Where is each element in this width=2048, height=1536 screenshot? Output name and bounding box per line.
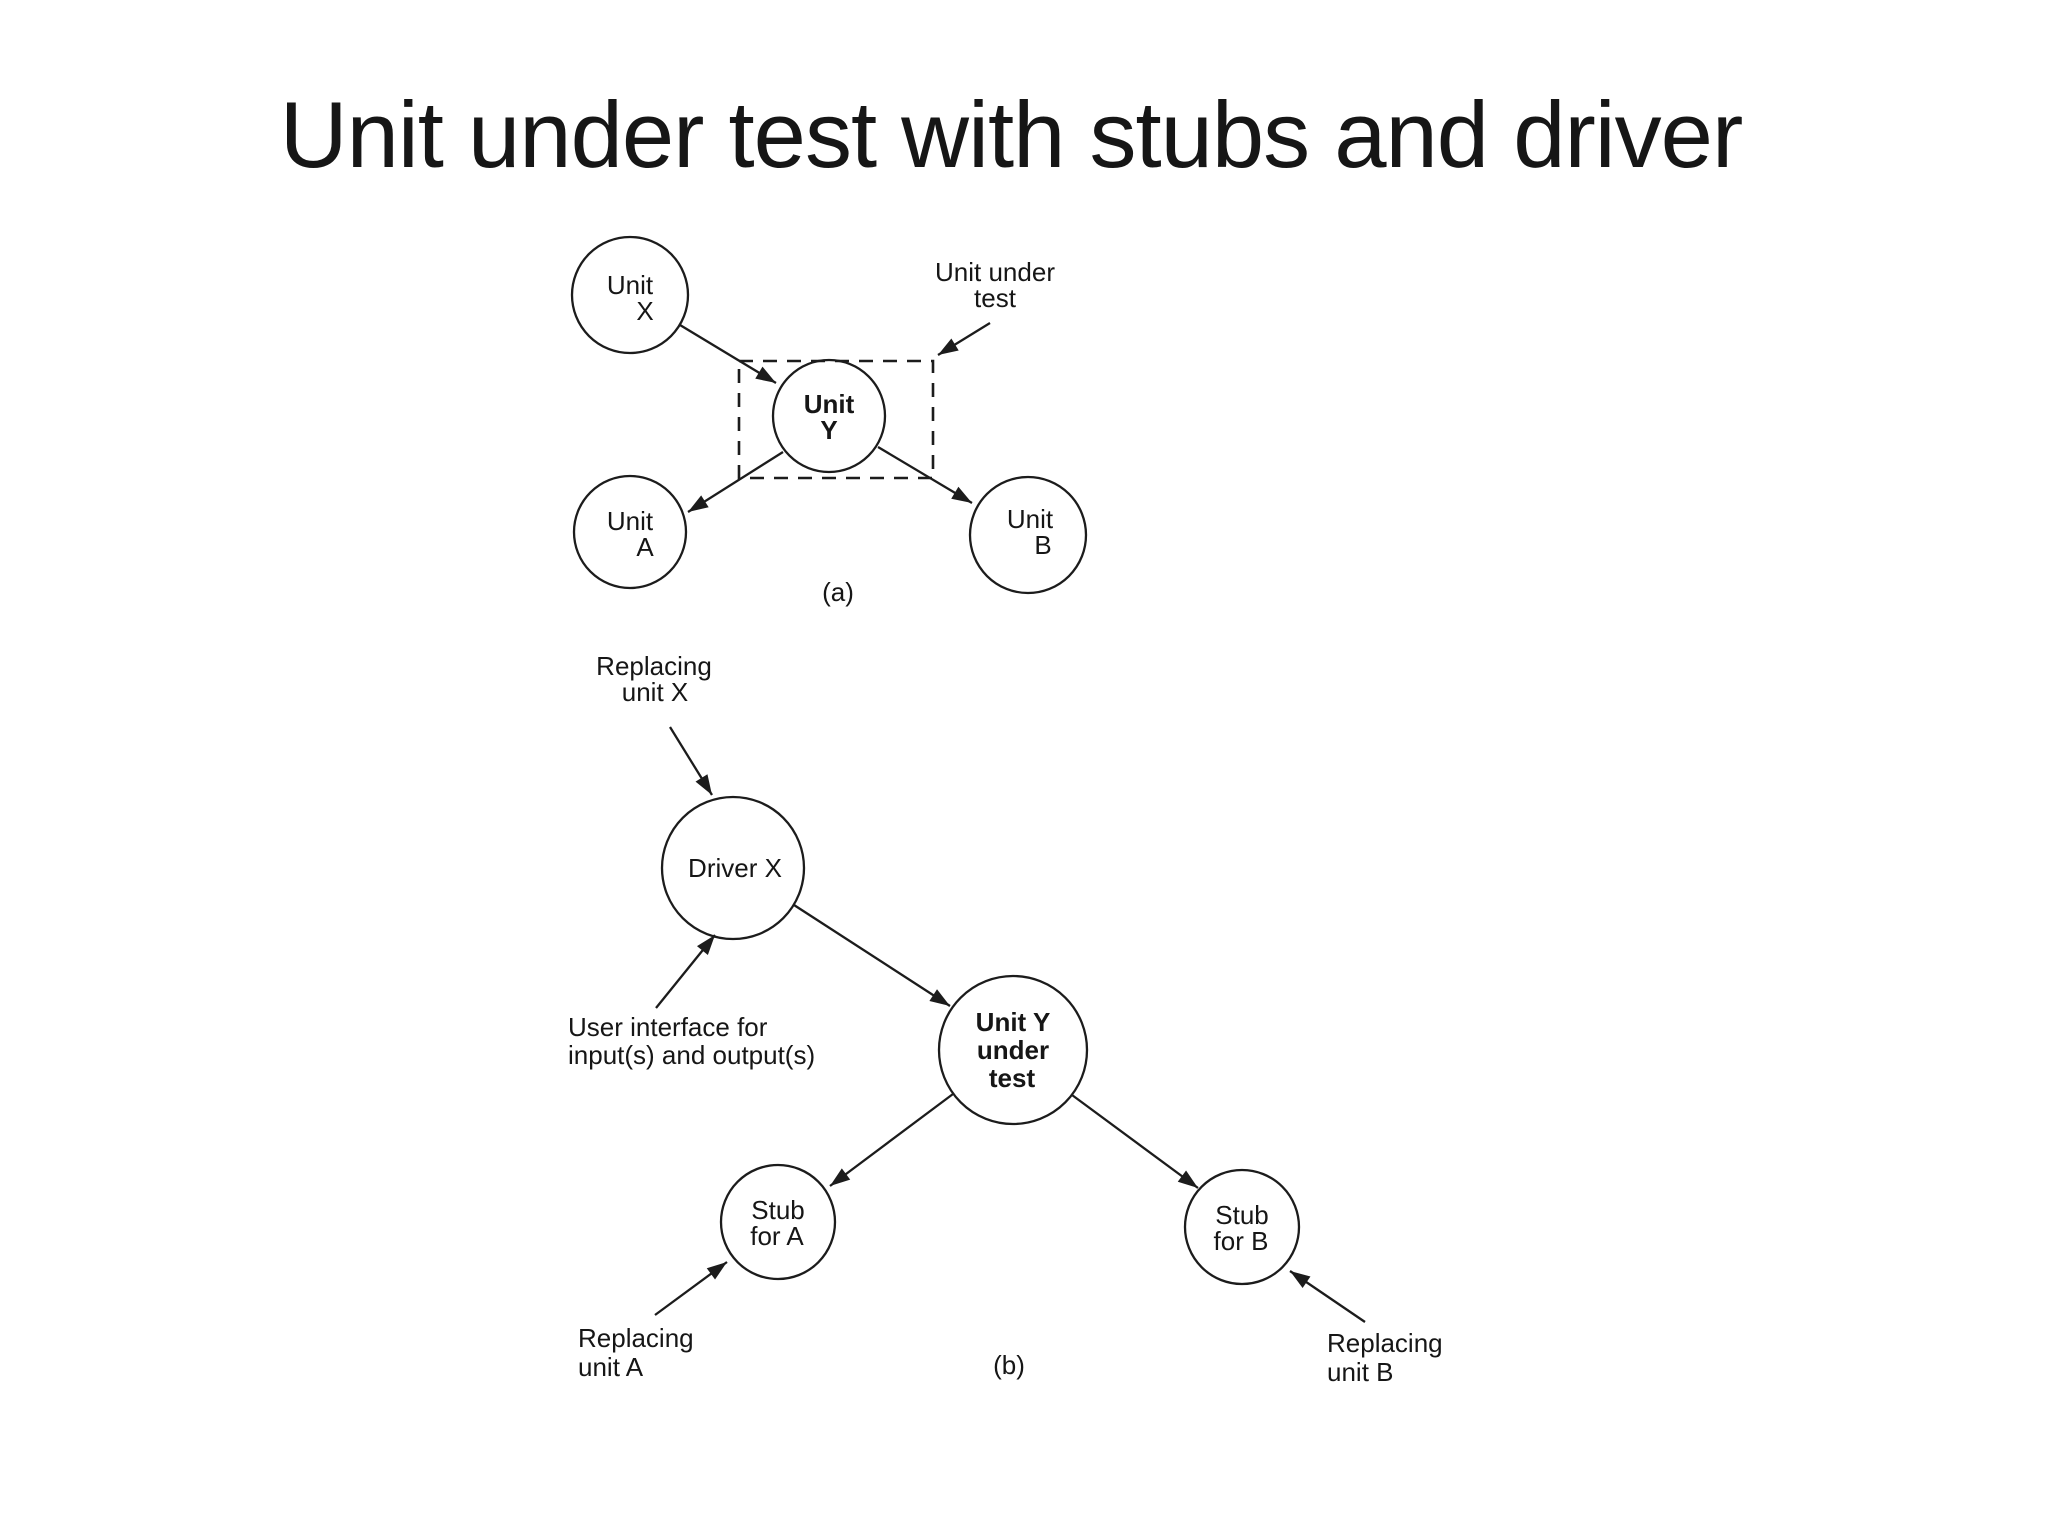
diagram-a: Unit X Unit Y Unit A Unit B Unit under t… bbox=[570, 235, 1088, 607]
caption-a: (a) bbox=[822, 577, 854, 607]
arrow-callout-unit-under-test bbox=[937, 322, 991, 356]
slide-title: Unit under test with stubs and driver bbox=[279, 82, 1744, 187]
node-unit-a bbox=[572, 474, 688, 590]
arrow-replacing-a-to-stub-a bbox=[654, 1261, 728, 1316]
node-stub-for-b bbox=[1183, 1168, 1301, 1286]
arrow-unit-y-to-stub-b bbox=[1071, 1094, 1199, 1189]
arrow-replacing-x-to-driver bbox=[669, 726, 713, 796]
unit-under-test-callout: Unit under bbox=[935, 257, 1055, 287]
node-unit-x bbox=[570, 235, 690, 355]
node-stub-for-a-label: Stub bbox=[751, 1195, 805, 1225]
diagram-b: Driver X Unit Y under test Stub for A St… bbox=[568, 651, 1443, 1387]
node-unit-y-under-test-label: Unit Y bbox=[976, 1007, 1051, 1037]
node-unit-y-label: Unit bbox=[804, 389, 855, 419]
node-unit-a-label2: A bbox=[636, 532, 654, 562]
node-stub-for-a bbox=[719, 1163, 837, 1281]
label-user-interface: User interface for bbox=[568, 1012, 768, 1042]
arrow-unit-y-to-stub-a bbox=[829, 1093, 954, 1187]
unit-under-test-box bbox=[737, 359, 935, 480]
unit-under-test-callout2: test bbox=[974, 283, 1017, 313]
node-unit-b-label: Unit bbox=[1007, 504, 1054, 534]
node-unit-a-label: Unit bbox=[607, 506, 654, 536]
arrow-unit-y-to-unit-a bbox=[687, 451, 784, 513]
node-stub-for-b-label: Stub bbox=[1215, 1200, 1269, 1230]
caption-b: (b) bbox=[993, 1350, 1025, 1380]
arrow-unit-y-to-unit-b bbox=[877, 446, 973, 504]
node-unit-y-label2: Y bbox=[820, 415, 837, 445]
label-replacing-unit-b: Replacing bbox=[1327, 1328, 1443, 1358]
node-stub-for-a-label2: for A bbox=[750, 1221, 804, 1251]
arrow-driver-to-unit-y bbox=[793, 904, 951, 1007]
node-unit-y-under-test-label2: under bbox=[977, 1035, 1049, 1065]
label-replacing-unit-a2: unit A bbox=[578, 1352, 644, 1382]
arrow-user-interface-to-driver bbox=[655, 934, 716, 1009]
label-replacing-unit-x2: unit X bbox=[622, 677, 689, 707]
arrow-replacing-b-to-stub-b bbox=[1289, 1270, 1366, 1323]
arrow-unit-x-to-unit-y bbox=[679, 324, 777, 384]
node-unit-x-label: Unit bbox=[607, 270, 654, 300]
node-driver-x-label: Driver X bbox=[688, 853, 782, 883]
label-user-interface2: input(s) and output(s) bbox=[568, 1040, 815, 1070]
node-unit-y bbox=[771, 358, 887, 474]
node-stub-for-b-label2: for B bbox=[1214, 1226, 1269, 1256]
label-replacing-unit-a: Replacing bbox=[578, 1323, 694, 1353]
node-unit-y-under-test bbox=[937, 974, 1089, 1126]
node-unit-b bbox=[968, 475, 1088, 595]
label-replacing-unit-b2: unit B bbox=[1327, 1357, 1394, 1387]
node-unit-x-label2: X bbox=[636, 296, 653, 326]
node-unit-y-under-test-label3: test bbox=[989, 1063, 1036, 1093]
node-unit-b-label2: B bbox=[1034, 530, 1051, 560]
node-driver-x bbox=[660, 795, 806, 941]
label-replacing-unit-x: Replacing bbox=[596, 651, 712, 681]
